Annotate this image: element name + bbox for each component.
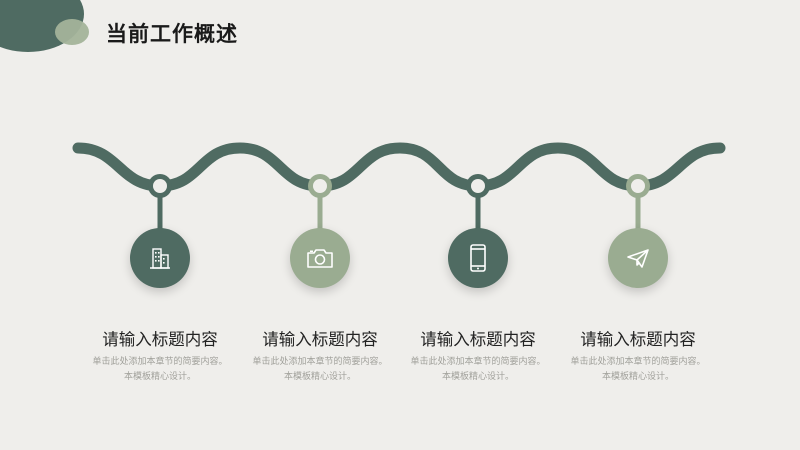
step-title: 请输入标题内容	[580, 330, 696, 349]
corner-decoration	[0, 0, 89, 52]
step-description: 单击此处添加本章节的简要内容。本模板精心设计。	[570, 357, 706, 382]
paper-plane-icon	[627, 249, 649, 268]
camera-icon	[307, 249, 333, 268]
phone-icon	[470, 244, 486, 272]
step-title: 请输入标题内容	[420, 330, 536, 349]
page-title: 当前工作概述	[106, 22, 238, 46]
step-description: 单击此处添加本章节的简要内容。本模板精心设计。	[252, 357, 388, 382]
step-1: 请输入标题内容 单击此处添加本章节的简要内容。本模板精心设计。	[75, 0, 245, 450]
wave-line	[72, 142, 726, 192]
step-description: 单击此处添加本章节的简要内容。本模板精心设计。	[92, 357, 228, 382]
step-icon-circle	[448, 228, 508, 288]
step-title: 请输入标题内容	[262, 330, 378, 349]
step-4: 请输入标题内容 单击此处添加本章节的简要内容。本模板精心设计。	[553, 0, 723, 450]
step-icon-circle	[608, 228, 668, 288]
step-2: 请输入标题内容 单击此处添加本章节的简要内容。本模板精心设计。	[235, 0, 405, 450]
step-3: 请输入标题内容 单击此处添加本章节的简要内容。本模板精心设计。	[393, 0, 563, 450]
step-description: 单击此处添加本章节的简要内容。本模板精心设计。	[410, 357, 546, 382]
step-title: 请输入标题内容	[102, 330, 218, 349]
step-icon-circle	[290, 228, 350, 288]
step-icon-circle	[130, 228, 190, 288]
building-icon	[150, 248, 170, 269]
